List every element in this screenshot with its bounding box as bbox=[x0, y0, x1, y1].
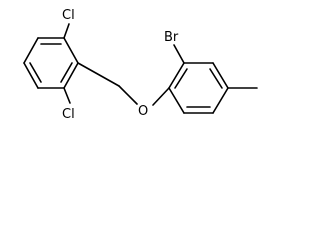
atom-label-oxygen: O bbox=[138, 104, 148, 119]
ring2-inner-double-2 bbox=[209, 68, 223, 89]
atom-label-cl-bottom: Cl bbox=[62, 107, 75, 122]
bond-c4-cl-bottom bbox=[63, 87, 71, 104]
ring2-inner-double-1 bbox=[174, 68, 188, 89]
bond-ch2-oxygen bbox=[118, 85, 138, 105]
ring2-bond-c4-c5 bbox=[212, 87, 229, 114]
bond-c2-bromine bbox=[173, 44, 185, 64]
ring1-bond-c5-c6 bbox=[23, 62, 39, 89]
dichlorophenyl-ring bbox=[23, 37, 79, 89]
bond-ring-ch2 bbox=[77, 62, 120, 87]
ring1-bond-c3-c4 bbox=[63, 62, 79, 89]
ring1-bond-c6-c1 bbox=[23, 37, 39, 64]
bond-oxygen-ring2 bbox=[152, 87, 170, 106]
atom-label-bromine: Br bbox=[164, 30, 179, 45]
ring1-bond-c2-c3 bbox=[63, 37, 79, 64]
ring1-inner-double-3 bbox=[29, 62, 42, 83]
ring1-inner-double-2 bbox=[60, 62, 73, 83]
atom-label-cl-top: Cl bbox=[62, 8, 75, 23]
ring2-bond-c1-c2 bbox=[168, 62, 185, 89]
ring2-bond-c3-c4 bbox=[212, 62, 229, 89]
ring2-bond-c6-c1 bbox=[168, 87, 185, 114]
bromomethylphenyl-ring bbox=[168, 62, 229, 114]
bond-c2-cl-top bbox=[63, 23, 70, 39]
structure-diagram: Cl Cl O Br bbox=[23, 8, 258, 122]
